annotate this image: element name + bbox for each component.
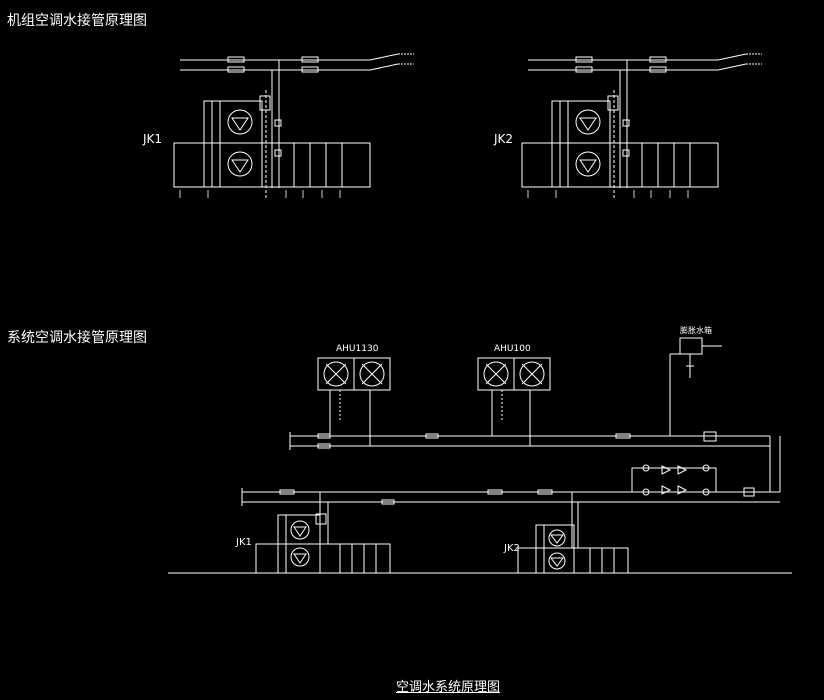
unit-jk1 — [173, 53, 414, 200]
lower-supply-return-headers — [241, 487, 780, 506]
label-ahu-1130: AHU1130 — [336, 344, 379, 354]
label-jk2-system: JK2 — [503, 543, 520, 554]
unit-jk2 — [521, 53, 762, 200]
system-diagram-title: 系统空调水接管原理图 — [7, 330, 147, 346]
drawing-title: 空调水系统原理图 — [396, 680, 501, 695]
valve-assembly — [631, 464, 717, 496]
system-unit-jk2 — [517, 492, 629, 574]
unit-diagram-title: 机组空调水接管原理图 — [7, 13, 147, 29]
label-jk2-top: JK2 — [493, 132, 513, 146]
label-expansion-tank: 膨胀水箱 — [680, 325, 712, 335]
label-jk1-top: JK1 — [142, 132, 162, 146]
upper-supply-return-headers — [289, 431, 781, 492]
ahu-100 — [477, 357, 551, 446]
expansion-tank — [669, 337, 722, 436]
label-jk1-system: JK1 — [235, 537, 252, 548]
system-unit-jk1 — [255, 492, 391, 574]
label-ahu-100: AHU100 — [494, 344, 531, 354]
ahu-1130 — [317, 357, 391, 446]
